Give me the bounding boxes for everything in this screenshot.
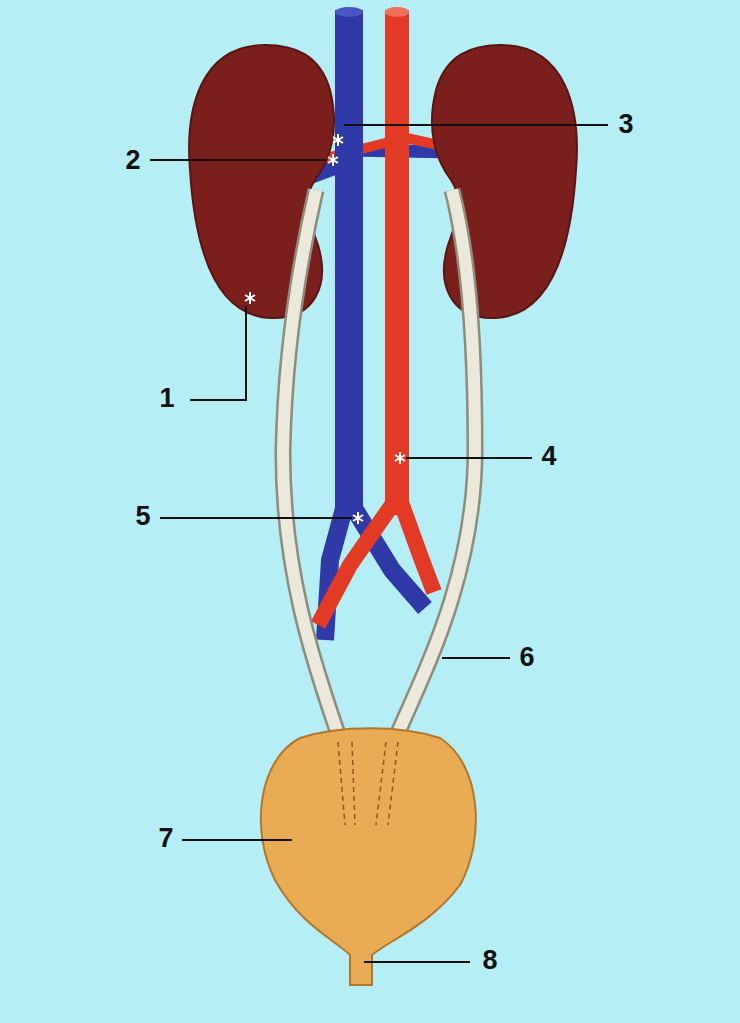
callout-number: 8	[482, 947, 497, 974]
callout-number: 4	[541, 443, 556, 470]
callout-number: 6	[519, 644, 534, 671]
callout-number: 7	[158, 825, 173, 852]
aorta	[385, 10, 409, 515]
inferior-vena-cava	[335, 10, 363, 515]
right-iliac-artery	[402, 505, 434, 592]
leader-lines	[150, 125, 608, 962]
callout-number: 2	[125, 147, 140, 174]
callout-number: 3	[618, 111, 633, 138]
left-ureter	[283, 190, 340, 740]
right-ureter-intramural	[376, 742, 398, 825]
left-ureter-intramural	[338, 742, 355, 825]
left-kidney	[189, 45, 334, 318]
aorta-opening	[385, 7, 409, 17]
callout-number: 5	[135, 503, 150, 530]
left-iliac-artery	[318, 505, 392, 625]
marker-stars	[245, 134, 405, 524]
callout-number: 1	[159, 385, 174, 412]
right-kidney	[432, 45, 577, 318]
left-ureter-outline	[283, 190, 340, 740]
vena-cava-opening	[335, 7, 363, 17]
urinary-bladder	[261, 728, 476, 985]
